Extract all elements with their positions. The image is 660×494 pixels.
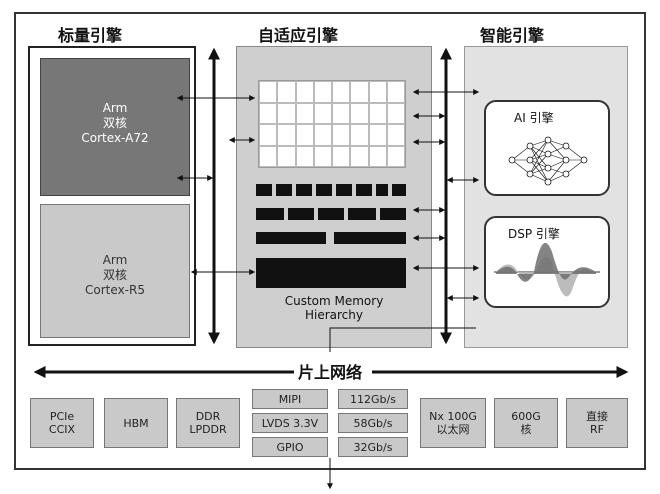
adaptive-engine-title: 自适应引擎 <box>258 26 339 45</box>
io-direct-rf-label: 直接 RF <box>586 410 608 436</box>
io-link-line <box>329 327 476 352</box>
io-direct-rf: 直接 RF <box>566 398 628 448</box>
memory-block <box>316 184 332 196</box>
custom-memory-label: Custom Memory Hierarchy <box>236 294 432 322</box>
io-32g: 32Gb/s <box>338 437 408 457</box>
io-600g-label: 600G 核 <box>511 410 541 436</box>
io-nx100g-label: Nx 100G 以太网 <box>429 410 477 436</box>
io-lvds-label: LVDS 3.3V <box>261 416 319 430</box>
io-gpio-label: GPIO <box>276 440 304 454</box>
memory-block <box>334 232 406 244</box>
waveform-icon <box>494 242 600 297</box>
io-hbm: HBM <box>104 398 168 448</box>
noc-label: 片上网络 <box>297 363 362 382</box>
memory-block <box>376 184 388 196</box>
memory-block-large <box>256 258 406 288</box>
custom-memory-line-2: Hierarchy <box>304 308 363 322</box>
memory-block <box>380 208 406 220</box>
r5-line-2: 双核 <box>102 268 127 282</box>
memory-block <box>392 184 406 196</box>
smart-engine-title: 智能引擎 <box>480 26 545 45</box>
io-112g-label: 112Gb/s <box>350 392 396 406</box>
memory-block <box>356 184 372 196</box>
io-pcie-ccix-label: PCIe CCIX <box>48 410 76 436</box>
io-112g: 112Gb/s <box>338 389 408 409</box>
r5-line-1: Arm <box>102 253 128 267</box>
a72-line-2: 双核 <box>102 116 127 130</box>
io-lvds: LVDS 3.3V <box>252 413 328 433</box>
io-ddr-lpddr-label: DDR LPDDR <box>189 410 227 436</box>
custom-memory-line-1: Custom Memory <box>284 294 384 308</box>
io-hbm-label: HBM <box>123 416 149 430</box>
scalar-engine-title: 标量引擎 <box>58 26 123 45</box>
io-600g: 600G 核 <box>494 398 558 448</box>
io-58g: 58Gb/s <box>338 413 408 433</box>
memory-block <box>348 208 376 220</box>
logic-grid <box>258 80 406 168</box>
io-ddr-lpddr: DDR LPDDR <box>176 398 240 448</box>
ai-engine-label: AI 引擎 <box>514 111 554 125</box>
memory-block <box>256 184 272 196</box>
dsp-engine-label: DSP 引擎 <box>508 227 560 241</box>
memory-block <box>336 184 352 196</box>
a72-line-1: Arm <box>102 101 128 115</box>
io-32g-label: 32Gb/s <box>353 440 393 454</box>
cortex-r5-block: Arm 双核 Cortex-R5 <box>40 204 190 338</box>
io-mipi: MIPI <box>252 389 328 409</box>
r5-line-3: Cortex-R5 <box>85 283 145 297</box>
neural-network-icon <box>508 136 588 186</box>
memory-block <box>296 184 312 196</box>
memory-block <box>288 208 314 220</box>
io-mipi-label: MIPI <box>278 392 302 406</box>
io-nx100g: Nx 100G 以太网 <box>420 398 486 448</box>
io-pcie-ccix: PCIe CCIX <box>30 398 94 448</box>
cortex-a72-block: Arm 双核 Cortex-A72 <box>40 58 190 196</box>
a72-line-3: Cortex-A72 <box>81 131 149 145</box>
io-58g-label: 58Gb/s <box>353 416 393 430</box>
memory-block <box>256 232 326 244</box>
memory-block <box>318 208 344 220</box>
memory-block <box>256 208 284 220</box>
memory-block <box>276 184 292 196</box>
io-gpio: GPIO <box>252 437 328 457</box>
